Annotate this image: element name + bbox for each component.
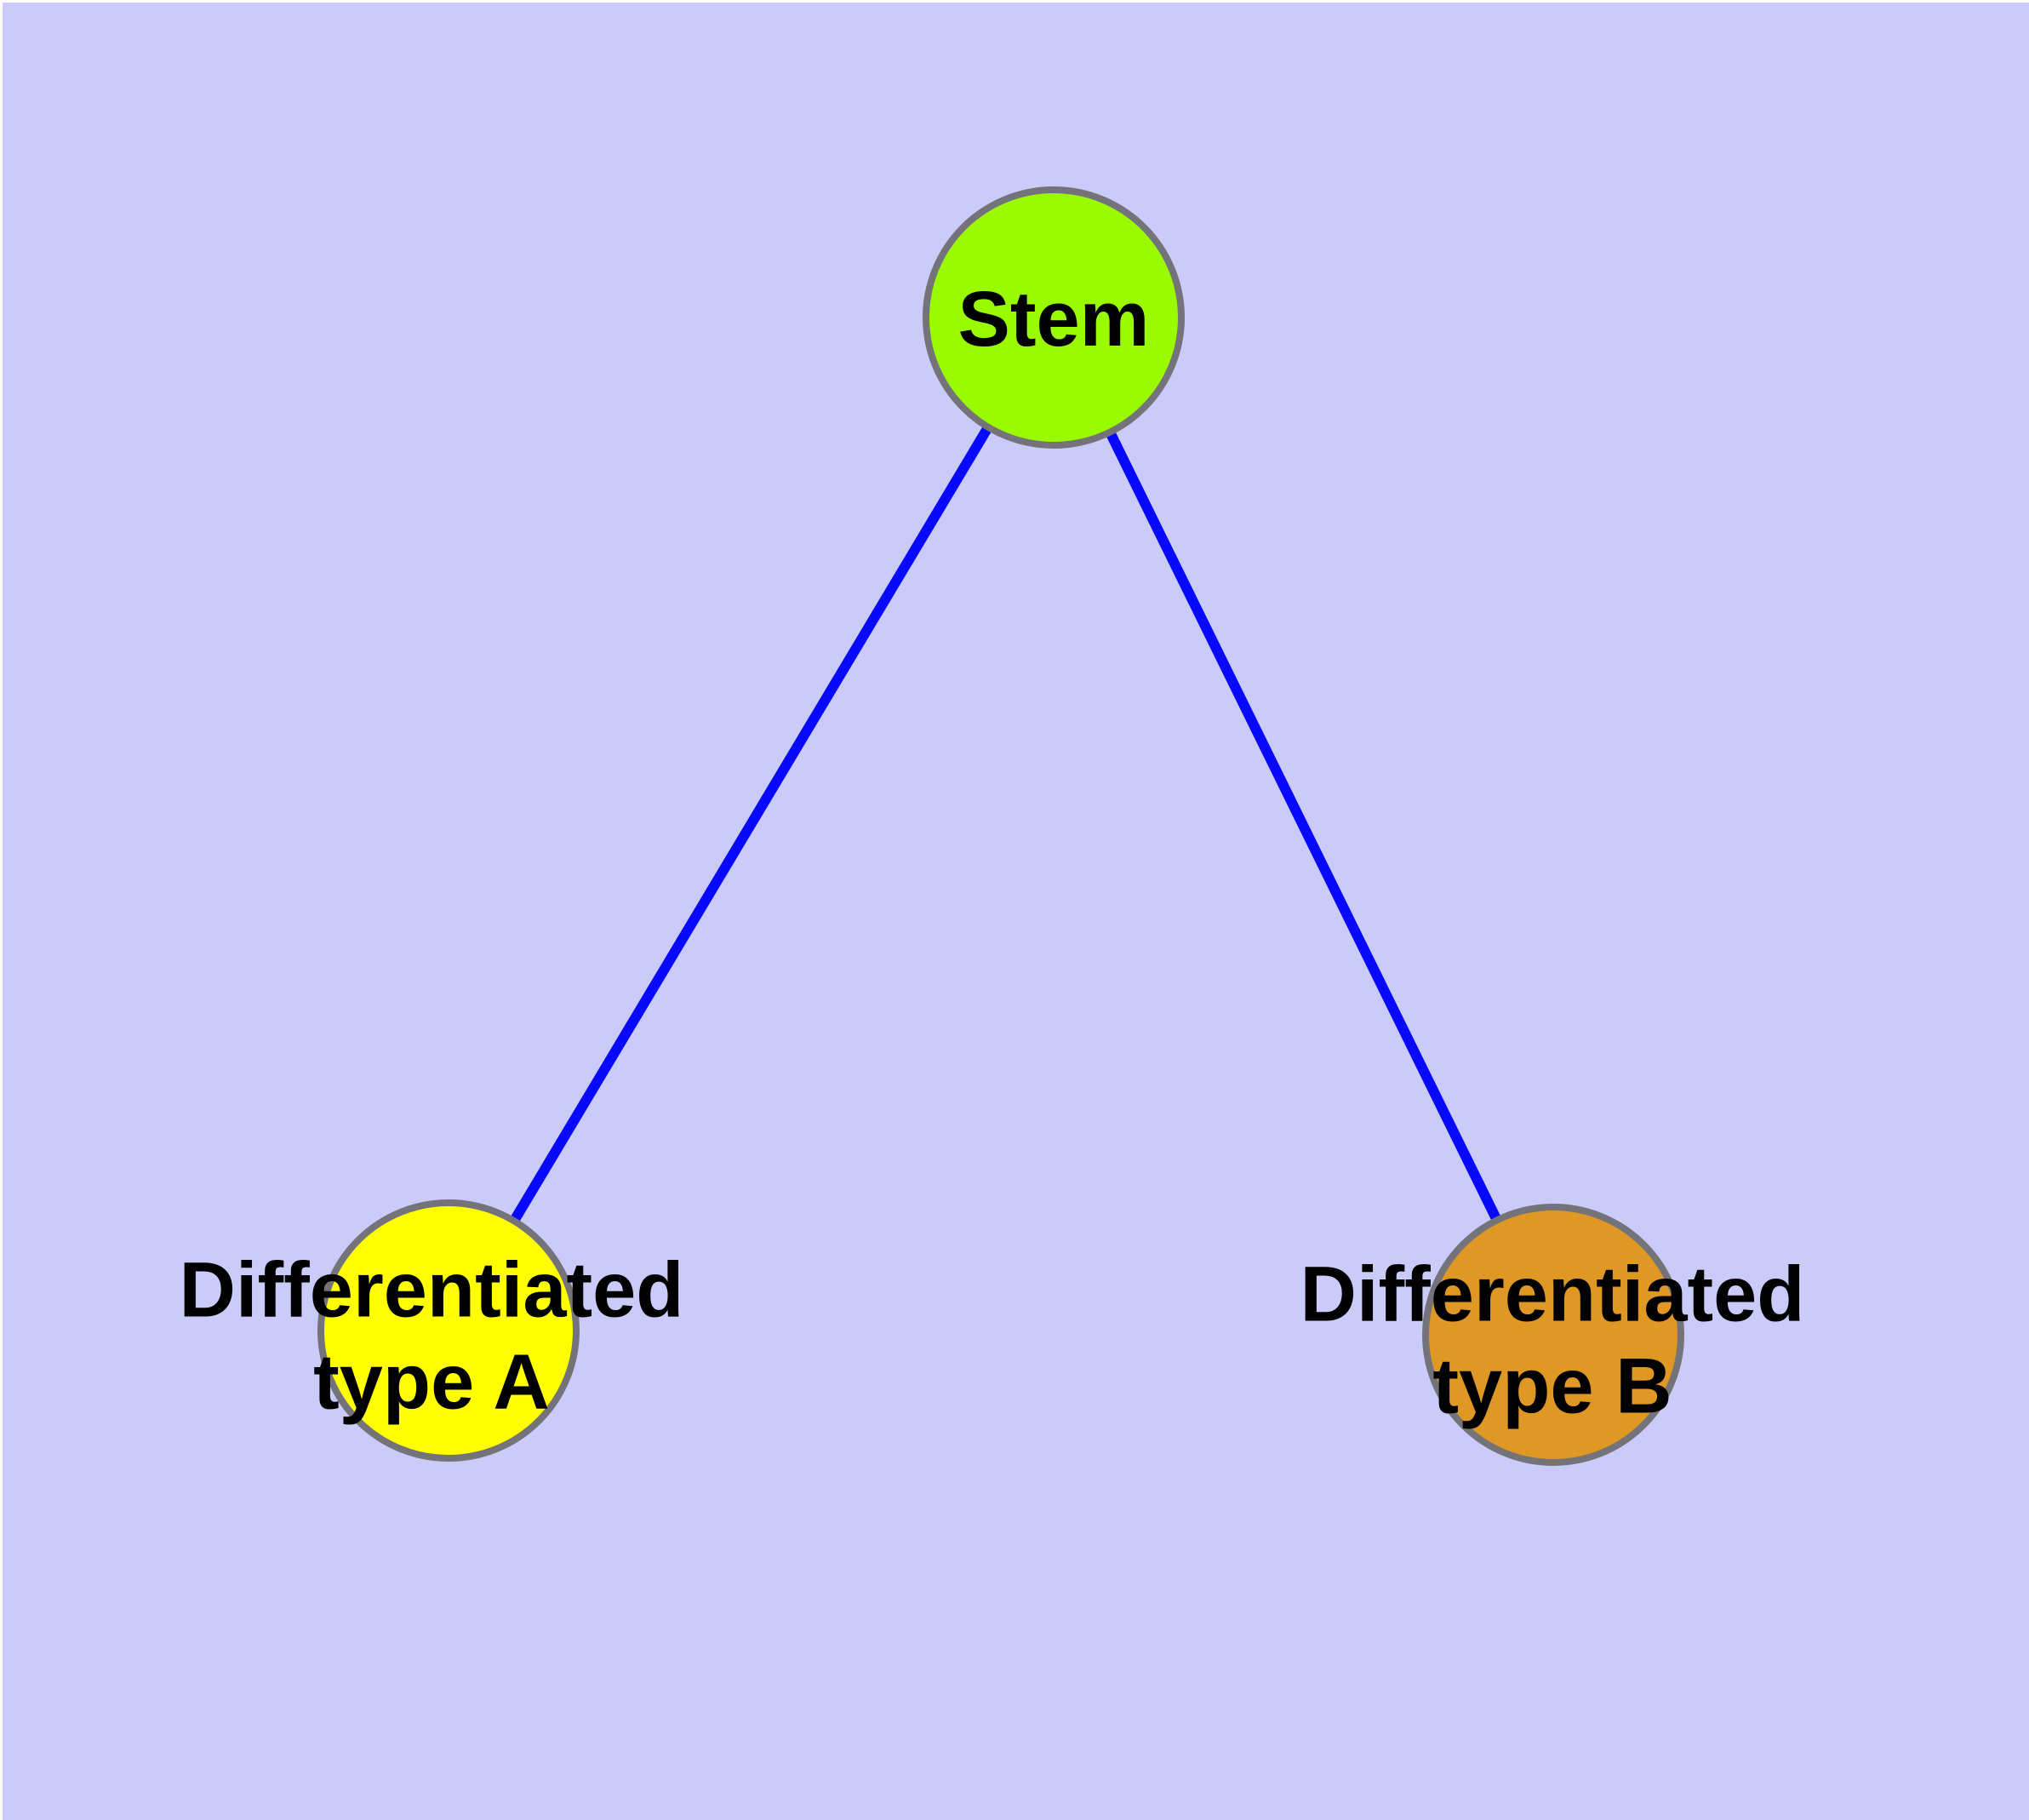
node-differentiated-type-b (1422, 1204, 1684, 1466)
node-stem (923, 186, 1185, 449)
edge-stem-to-type-b (1049, 312, 1558, 1340)
node-differentiated-type-a (317, 1199, 580, 1462)
edge-stem-to-type-a (443, 312, 1059, 1336)
